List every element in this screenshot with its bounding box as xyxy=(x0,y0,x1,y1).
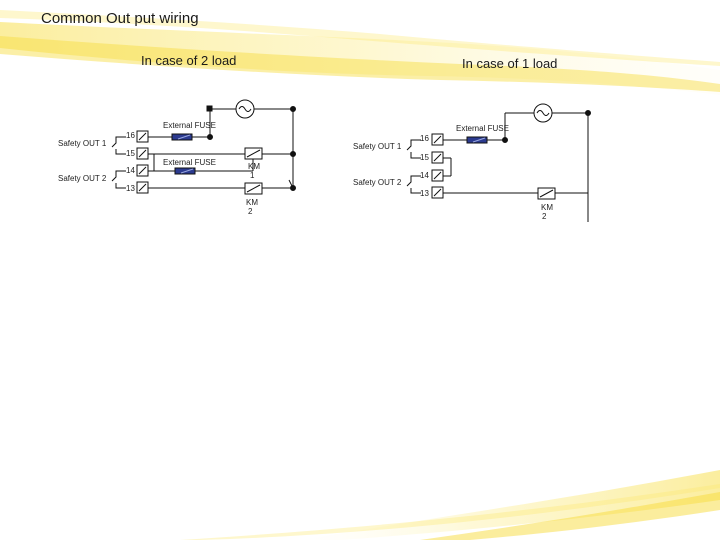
terminal-block-15 xyxy=(136,147,149,160)
ac-wave xyxy=(536,110,550,116)
km2-label-a: KM xyxy=(246,198,258,207)
km2-label-a: KM xyxy=(541,203,553,212)
pin-13-label: 13 xyxy=(420,189,429,198)
pin-16-label: 16 xyxy=(126,131,135,140)
fuse-1-label: External FUSE xyxy=(163,121,216,130)
subtitle-two-load: In case of 2 load xyxy=(141,53,237,68)
pin-16-label: 16 xyxy=(420,134,429,143)
fuse-icon xyxy=(174,167,196,175)
diagram-one-load xyxy=(406,103,591,222)
km2-label-b: 2 xyxy=(248,207,253,216)
km1-label-b: 1 xyxy=(250,171,255,180)
terminal-block-14 xyxy=(136,164,149,177)
safety-out-1-contact xyxy=(111,136,126,155)
pin-14-label: 14 xyxy=(126,166,135,175)
swoosh-top-group xyxy=(0,10,720,95)
subtitle-one-load: In case of 1 load xyxy=(462,56,558,71)
diagram-two-load xyxy=(111,99,296,195)
terminal-block-14 xyxy=(431,169,444,182)
safety-out-1-contact xyxy=(406,139,421,159)
safety-out-1-label: Safety OUT 1 xyxy=(58,139,107,148)
km2-label-b: 2 xyxy=(542,212,547,221)
ac-wave xyxy=(238,106,252,112)
diagram-two-load-labels: Safety OUT 1 Safety OUT 2 16 15 14 13 Ex… xyxy=(58,121,260,216)
fuse-2-label: External FUSE xyxy=(163,158,216,167)
terminal-block-16 xyxy=(431,133,444,146)
pin-15-label: 15 xyxy=(126,149,135,158)
terminal-block-16 xyxy=(136,130,149,143)
fuse-icon xyxy=(466,136,488,144)
safety-out-1-label: Safety OUT 1 xyxy=(353,142,402,151)
diagram-one-load-labels: Safety OUT 1 Safety OUT 2 16 15 14 13 Ex… xyxy=(353,124,553,221)
km1-label-a: KM xyxy=(248,162,260,171)
safety-out-2-contact xyxy=(111,170,126,189)
pin-13-label: 13 xyxy=(126,184,135,193)
slide-title: Common Out put wiring xyxy=(41,10,199,27)
swoosh-bottom-group xyxy=(180,470,720,540)
terminal-block-13 xyxy=(431,186,444,199)
pin-15-label: 15 xyxy=(420,153,429,162)
safety-out-2-label: Safety OUT 2 xyxy=(58,174,107,183)
fuse-label: External FUSE xyxy=(456,124,509,133)
top-rail-terminal xyxy=(206,105,213,112)
terminal-block-13 xyxy=(136,181,149,194)
fuse-icon xyxy=(171,133,193,141)
terminal-block-15 xyxy=(431,151,444,164)
safety-out-2-label: Safety OUT 2 xyxy=(353,178,402,187)
pin-14-label: 14 xyxy=(420,171,429,180)
safety-out-2-contact xyxy=(406,175,421,194)
